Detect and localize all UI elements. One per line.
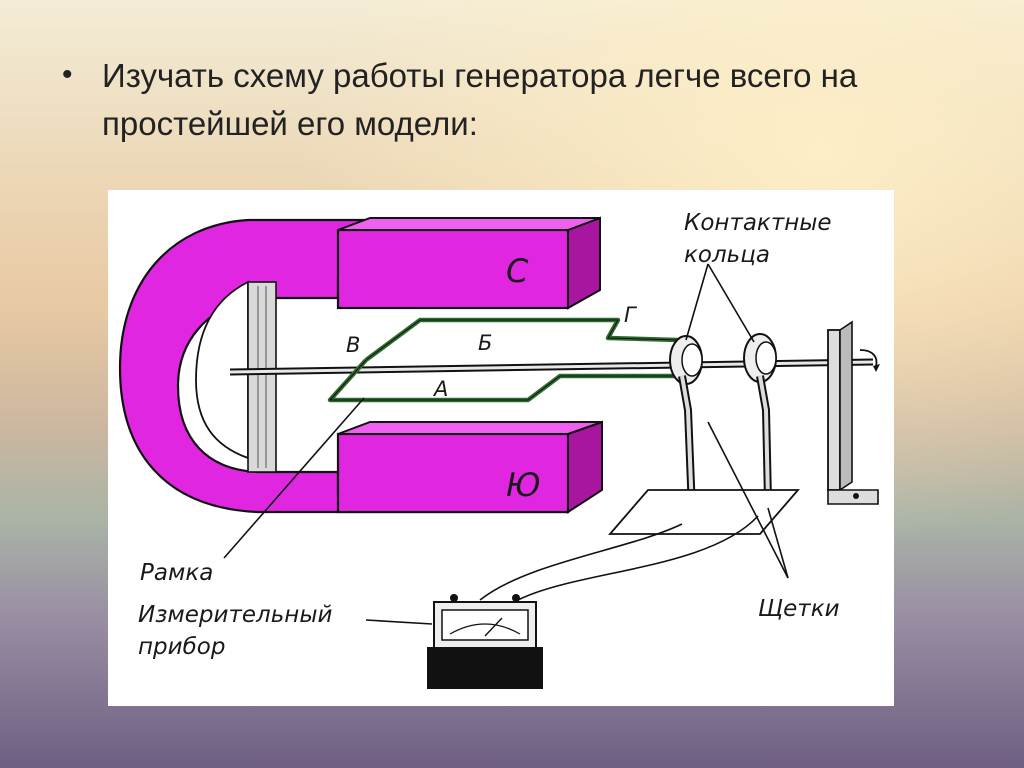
meter-needle-icon — [484, 617, 503, 637]
shaft — [229, 349, 880, 376]
slide-text: Изучать схему работы генератора легче вс… — [102, 57, 858, 142]
generator-illustration: С Ю В Б Г А — [118, 210, 880, 689]
measuring-instrument — [427, 594, 543, 689]
leader-lines — [223, 263, 789, 625]
bullet-point: • Изучать схему работы генератора легче … — [62, 52, 962, 148]
contact-rings — [669, 333, 777, 385]
frame-label: Рамка — [140, 560, 213, 586]
frame-side-a-label: А — [432, 377, 448, 401]
frame-side-b-label: Б — [478, 331, 492, 355]
pole-south-label: Ю — [506, 466, 541, 504]
brushes-label: Щетки — [758, 596, 840, 622]
rings-label-line1: Контактные — [684, 210, 832, 236]
frame-side-v-label: В — [346, 333, 360, 357]
pole-north-label: С — [506, 252, 529, 290]
meter-label-line1: Измерительный — [138, 602, 332, 628]
frame-loop: В Б Г А — [327, 303, 679, 403]
frame-side-g-label: Г — [624, 303, 638, 327]
rings-label-line2: кольца — [684, 242, 770, 268]
generator-diagram: С Ю В Б Г А — [108, 190, 894, 706]
bullet-marker: • — [62, 58, 73, 91]
horseshoe-magnet: С Ю — [118, 216, 603, 514]
bearing-stand — [827, 320, 879, 505]
meter-label-line2: прибор — [138, 634, 225, 660]
meter-wires — [479, 515, 759, 601]
rotation-arrow-icon — [859, 349, 878, 367]
